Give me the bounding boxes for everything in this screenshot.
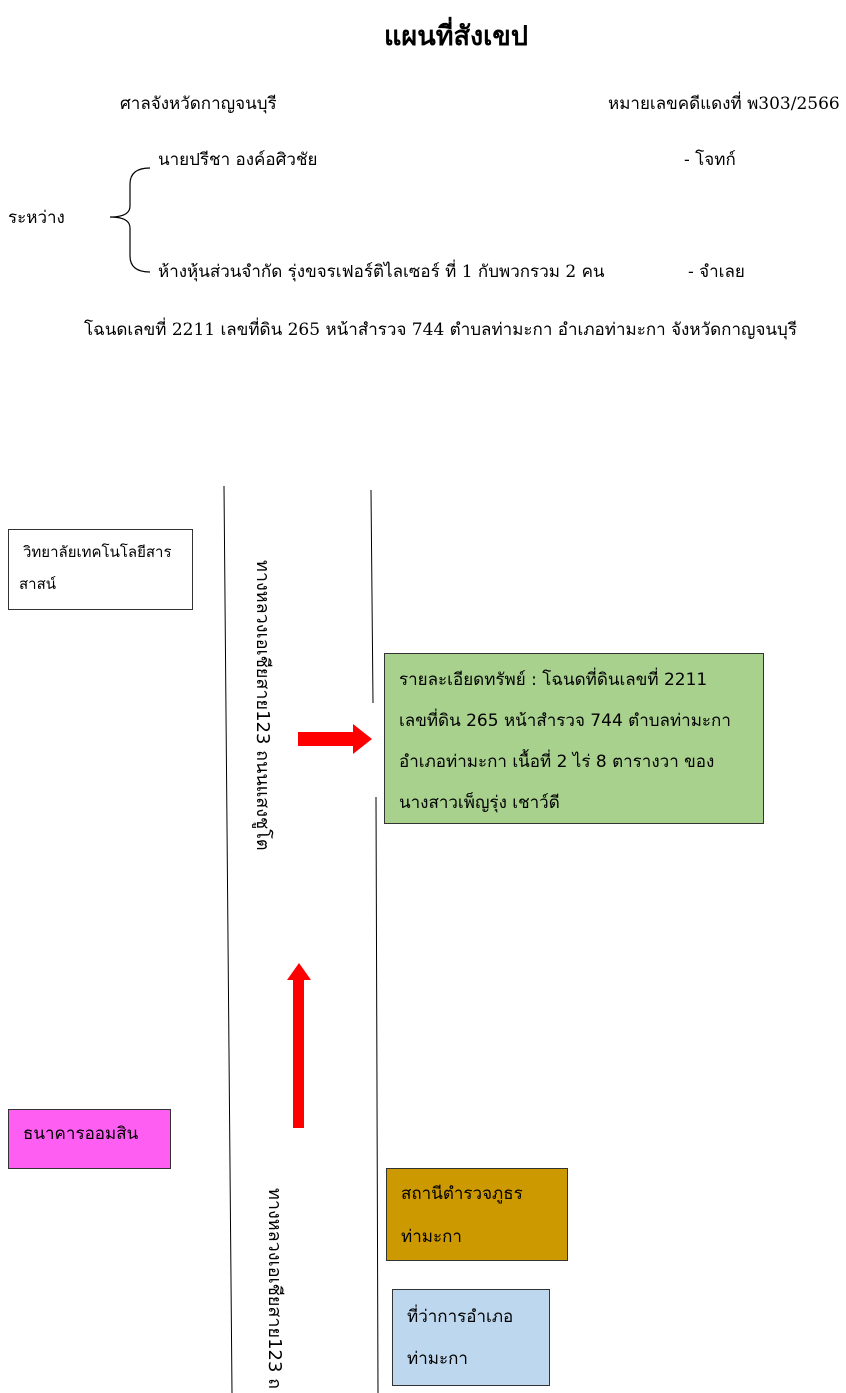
defendant-name: ห้างหุ้นส่วนจำกัด รุ่งขจรเฟอร์ติไลเซอร์ … bbox=[158, 262, 605, 282]
arrow-up-icon bbox=[287, 963, 311, 1128]
bank-label: ธนาคารออมสิน bbox=[23, 1124, 139, 1144]
defendant-role: - จำเลย bbox=[688, 262, 745, 282]
arrow-right-icon bbox=[298, 724, 372, 754]
college-line1: วิทยาลัยเทคโนโลยีสาร bbox=[23, 543, 172, 561]
property-line4: นางสาวเพ็ญรุ่ง เชาว์ดี bbox=[399, 793, 560, 813]
road-label-top: ทางหลวงเอเชียสาย123 ถนนแสงชูโต bbox=[252, 560, 273, 851]
court-name: ศาลจังหวัดกาญจนบุรี bbox=[120, 94, 277, 114]
page-title: แผนที่สังเขป bbox=[384, 21, 528, 52]
property-line3: อำเภอท่ามะกา เนื้อที่ 2 ไร่ 8 ตารางวา ขอ… bbox=[399, 752, 715, 772]
road-edge-left bbox=[223, 485, 233, 1393]
plaintiff-role: - โจทก์ bbox=[684, 150, 736, 170]
district-line2: ท่ามะกา bbox=[407, 1349, 468, 1369]
district-line1: ที่ว่าการอำเภอ bbox=[407, 1307, 514, 1327]
district-office-box: ที่ว่าการอำเภอ ท่ามะกา bbox=[392, 1289, 550, 1386]
property-line1: รายละเอียดทรัพย์ : โฉนดที่ดินเลขที่ 2211 bbox=[399, 670, 708, 690]
brace bbox=[109, 167, 151, 273]
property-line2: เลขที่ดิน 265 หน้าสำรวจ 744 ตำบลท่ามะกา bbox=[399, 711, 731, 731]
college-line2: สาสน์ bbox=[19, 575, 56, 593]
college-box: วิทยาลัยเทคโนโลยีสาร สาสน์ bbox=[8, 529, 193, 610]
police-station-box: สถานีตำรวจภูธร ท่ามะกา bbox=[386, 1168, 568, 1261]
road-label-bottom: ทางหลวงเอเชียสาย123 ถ bbox=[264, 1188, 285, 1390]
property-box: รายละเอียดทรัพย์ : โฉนดที่ดินเลขที่ 2211… bbox=[384, 653, 764, 824]
plaintiff-name: นายปรีชา องค์อศิวชัย bbox=[158, 150, 318, 170]
road-edge-right-upper bbox=[370, 489, 374, 704]
deed-line: โฉนดเลขที่ 2211 เลขที่ดิน 265 หน้าสำรวจ … bbox=[84, 320, 797, 340]
police-line2: ท่ามะกา bbox=[401, 1227, 462, 1247]
case-number: หมายเลขคดีแดงที่ พ303/2566 bbox=[608, 94, 840, 114]
road-edge-right-lower bbox=[375, 796, 379, 1393]
bank-box: ธนาคารออมสิน bbox=[8, 1109, 171, 1169]
police-line1: สถานีตำรวจภูธร bbox=[401, 1184, 523, 1204]
between-label: ระหว่าง bbox=[8, 208, 65, 228]
